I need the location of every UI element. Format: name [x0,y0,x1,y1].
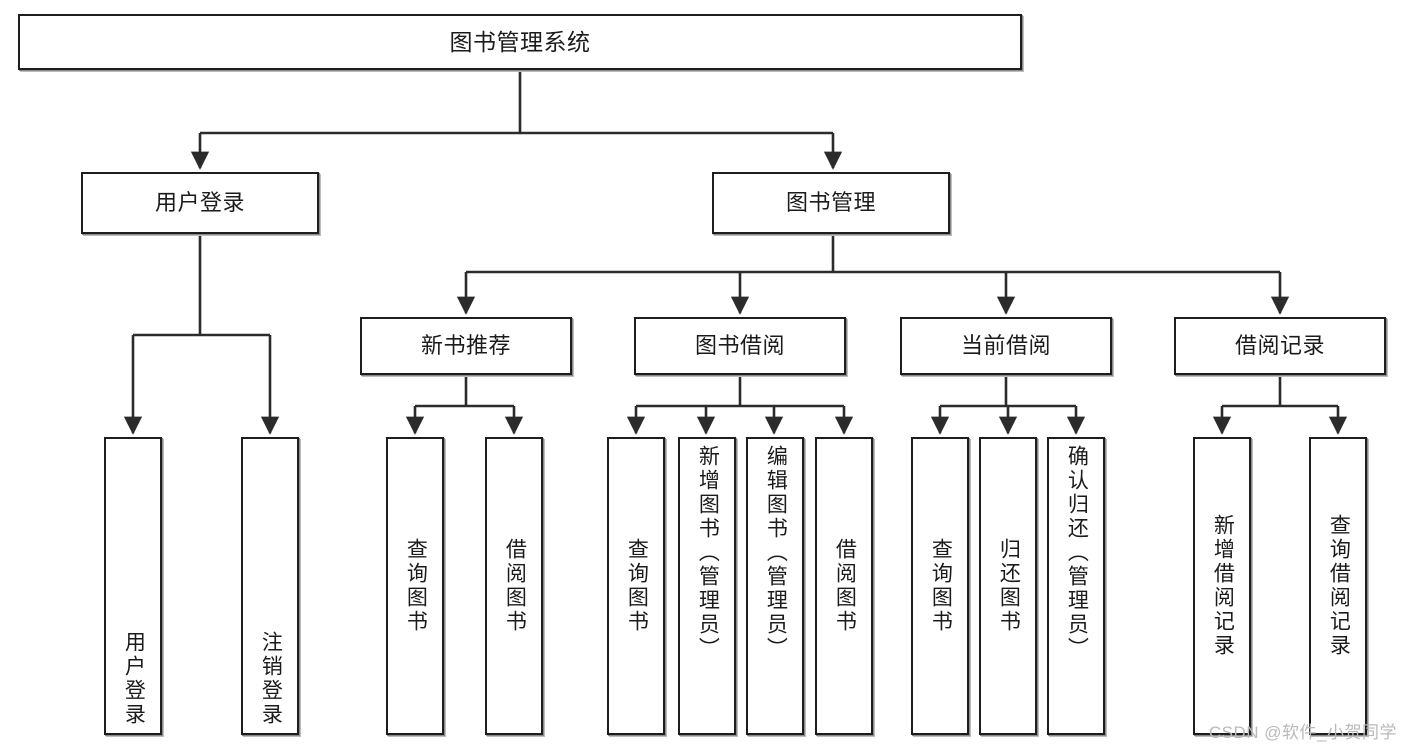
node-leaf-add-book-label: 新增图书（管理员） [696,445,720,661]
node-leaf-confirm-return[interactable]: 确认归还（管理员） [1047,437,1105,735]
node-leaf-add-record-label: 新增借阅记录 [1211,514,1235,658]
node-root[interactable]: 图书管理系统 [18,14,1022,70]
node-leaf-confirm-return-label: 确认归还（管理员） [1065,445,1089,661]
node-leaf-edit-book[interactable]: 编辑图书（管理员） [746,437,804,735]
node-leaf-borrow-book-2[interactable]: 借阅图书 [815,437,873,735]
node-leaf-user-login[interactable]: 用户登录 [104,437,162,735]
node-leaf-query-book-2[interactable]: 查询图书 [607,437,665,735]
node-new-book-rec-label: 新书推荐 [420,333,511,358]
node-root-label: 图书管理系统 [449,28,591,55]
node-leaf-add-book[interactable]: 新增图书（管理员） [678,437,736,735]
node-leaf-add-record[interactable]: 新增借阅记录 [1193,437,1251,735]
node-leaf-edit-book-label: 编辑图书（管理员） [764,445,788,661]
node-user-login[interactable]: 用户登录 [81,172,319,234]
node-leaf-return-book-label: 归还图书 [997,538,1021,634]
node-new-book-rec[interactable]: 新书推荐 [360,317,572,375]
node-leaf-query-book-3[interactable]: 查询图书 [911,437,969,735]
node-borrow-record-label: 借阅记录 [1234,333,1325,358]
node-borrow-record[interactable]: 借阅记录 [1174,317,1386,375]
node-leaf-query-book-2-label: 查询图书 [625,538,649,634]
node-leaf-borrow-book-1-label: 借阅图书 [503,538,527,634]
node-book-borrow[interactable]: 图书借阅 [634,317,846,375]
node-book-manage[interactable]: 图书管理 [712,172,950,234]
node-leaf-borrow-book-1[interactable]: 借阅图书 [485,437,543,735]
node-current-borrow[interactable]: 当前借阅 [900,317,1112,375]
node-leaf-query-book-3-label: 查询图书 [929,538,953,634]
node-leaf-query-book-1-label: 查询图书 [404,538,428,634]
node-user-login-label: 用户登录 [154,190,245,215]
node-leaf-query-record-label: 查询借阅记录 [1327,514,1351,658]
node-leaf-user-login-label: 用户登录 [122,631,146,727]
node-leaf-query-book-1[interactable]: 查询图书 [386,437,444,735]
watermark: CSDN @软件_小贺同学 [1208,723,1397,742]
node-leaf-logout-label: 注销登录 [259,631,283,727]
node-current-borrow-label: 当前借阅 [960,333,1051,358]
node-leaf-return-book[interactable]: 归还图书 [979,437,1037,735]
node-leaf-borrow-book-2-label: 借阅图书 [833,538,857,634]
node-leaf-query-record[interactable]: 查询借阅记录 [1309,437,1367,735]
node-leaf-logout[interactable]: 注销登录 [241,437,299,735]
node-book-borrow-label: 图书借阅 [694,333,785,358]
node-book-manage-label: 图书管理 [785,190,876,215]
